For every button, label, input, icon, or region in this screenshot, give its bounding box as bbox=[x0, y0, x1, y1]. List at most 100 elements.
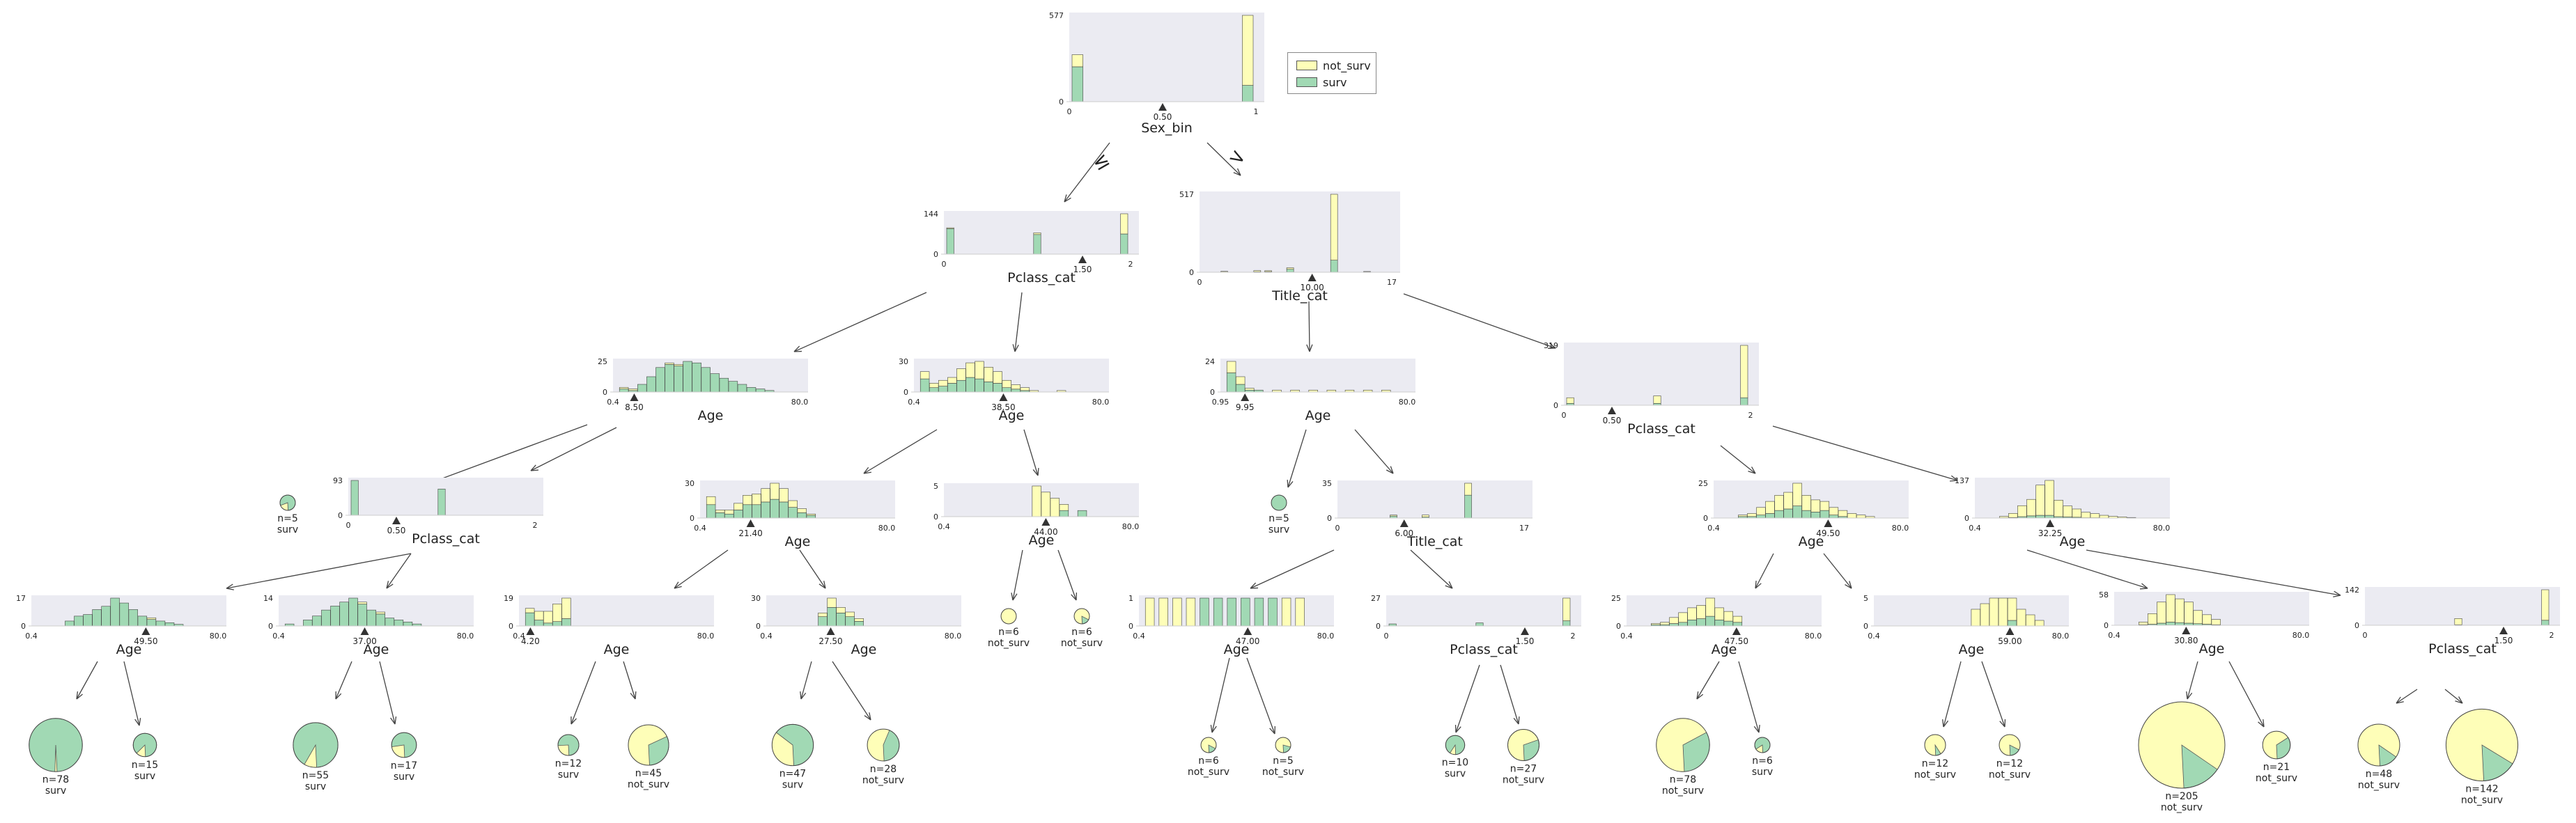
histogram-bar-not-surv bbox=[2025, 614, 2035, 627]
edge-arrowhead bbox=[530, 464, 539, 471]
y-max-label: 17 bbox=[16, 594, 26, 603]
leaf-class-label: surv bbox=[1268, 524, 1289, 535]
histogram-bar-not-surv bbox=[779, 488, 789, 503]
edge-arrowhead bbox=[863, 467, 871, 474]
histogram-bar-not-surv bbox=[2026, 499, 2036, 517]
tree-edge bbox=[1246, 657, 1275, 735]
histogram-bar-surv bbox=[1235, 384, 1246, 393]
leaf-class-label: not_surv bbox=[2358, 780, 2400, 791]
y-max-label: 14 bbox=[263, 594, 273, 603]
histogram-bar-not-surv bbox=[1562, 597, 1571, 621]
histogram-bar-not-surv bbox=[375, 611, 385, 615]
tree-edge bbox=[1250, 549, 1335, 589]
histogram-bar-surv bbox=[164, 622, 175, 627]
histogram-bar-not-surv bbox=[797, 508, 807, 513]
split-marker bbox=[999, 393, 1008, 401]
leaf-class-label: not_surv bbox=[1662, 785, 1704, 797]
histogram-bar-not-surv bbox=[1390, 515, 1397, 517]
histogram-bar-surv bbox=[543, 622, 553, 627]
tree-edge bbox=[1206, 142, 1241, 176]
edge-arrowhead bbox=[1250, 582, 1259, 589]
split-value-label: 10.00 bbox=[1300, 283, 1324, 292]
histogram-bar-not-surv bbox=[552, 604, 562, 622]
feature-name-label: Age bbox=[1959, 642, 1985, 657]
split-value-label: 1.50 bbox=[1516, 636, 1535, 646]
edge-arrowhead bbox=[1999, 719, 2006, 728]
x-max-label: 80.0 bbox=[878, 524, 896, 533]
histogram-bar-not-surv bbox=[2008, 512, 2018, 518]
split-marker bbox=[526, 627, 535, 635]
x-min-label: 0.4 bbox=[1707, 524, 1720, 533]
tree-edge bbox=[1014, 292, 1023, 352]
leaf-count-label: n=48 bbox=[2366, 769, 2392, 780]
histogram-bar-not-surv bbox=[965, 362, 975, 378]
histogram-bar-surv bbox=[719, 377, 729, 393]
histogram-bar-not-surv bbox=[146, 617, 157, 620]
histogram-bar-not-surv bbox=[1041, 492, 1050, 517]
histogram-bar-not-surv bbox=[543, 611, 553, 624]
histogram-bar-not-surv bbox=[734, 503, 743, 510]
histogram-panel bbox=[1139, 595, 1334, 626]
histogram-bar-not-surv bbox=[2035, 620, 2044, 627]
histogram-bar-surv bbox=[1723, 620, 1733, 627]
x-max-label: 17 bbox=[1519, 524, 1529, 533]
split-marker bbox=[1824, 519, 1833, 527]
tree-edge bbox=[2444, 689, 2463, 704]
edge-arrowhead bbox=[386, 581, 394, 589]
histogram-bar-surv bbox=[755, 389, 766, 393]
leaf-count-label: n=27 bbox=[1510, 764, 1537, 775]
leaf-class-label: not_surv bbox=[1262, 767, 1304, 778]
histogram-bar-surv bbox=[1033, 234, 1041, 255]
edge-arrowhead bbox=[571, 716, 577, 725]
y-min-label: 0 bbox=[933, 250, 938, 259]
edge-arrowhead bbox=[226, 583, 234, 590]
x-max-label: 2 bbox=[1571, 632, 1576, 641]
split-value-label: 0.50 bbox=[1603, 416, 1622, 425]
leaf-pie-outline bbox=[1275, 737, 1291, 753]
histogram-bar-surv bbox=[561, 618, 571, 627]
edge-arrowhead bbox=[800, 691, 807, 700]
histogram-bar-not-surv bbox=[1242, 15, 1254, 86]
histogram-bar-surv bbox=[752, 504, 761, 519]
x-min-label: 0.4 bbox=[1133, 632, 1145, 641]
histogram-bar-not-surv bbox=[1856, 515, 1866, 519]
y-min-label: 0 bbox=[756, 622, 761, 631]
histogram-bar-not-surv bbox=[743, 495, 752, 505]
histogram-bar-surv bbox=[1810, 512, 1820, 519]
edge-arrowhead bbox=[2186, 691, 2193, 700]
tree-edge bbox=[1823, 553, 1852, 589]
split-value-label: 0.50 bbox=[1154, 112, 1172, 122]
y-max-label: 144 bbox=[924, 210, 938, 219]
edge-arrowhead bbox=[1755, 580, 1762, 589]
histogram-bar-not-surv bbox=[1002, 379, 1011, 389]
split-value-label: 8.50 bbox=[625, 402, 644, 412]
histogram-bar-not-surv bbox=[845, 611, 855, 617]
histogram-bar-not-surv bbox=[1838, 510, 1848, 517]
histogram-bar-surv bbox=[1254, 597, 1264, 627]
edge-arrowhead bbox=[2258, 719, 2265, 728]
histogram-bar-surv bbox=[1071, 66, 1083, 102]
x-min-label: 0.4 bbox=[25, 632, 38, 641]
histogram-bar-surv bbox=[827, 607, 837, 627]
y-max-label: 35 bbox=[1322, 479, 1332, 488]
histogram-bar-surv bbox=[788, 507, 798, 519]
y-max-label: 30 bbox=[899, 357, 908, 366]
histogram-bar-not-surv bbox=[1678, 612, 1688, 623]
split-value-label: 9.95 bbox=[1236, 402, 1255, 412]
x-max-label: 80.0 bbox=[697, 632, 715, 641]
histogram-bar-surv bbox=[665, 364, 674, 393]
feature-name-label: Pclass_cat bbox=[1627, 421, 1696, 437]
leaf-pie-outline bbox=[1999, 734, 2021, 756]
histogram-bar-surv bbox=[929, 387, 939, 393]
feature-name-label: Age bbox=[1799, 534, 1824, 549]
histogram-bar-surv bbox=[1241, 597, 1250, 627]
histogram-bar-not-surv bbox=[2184, 602, 2194, 624]
histogram-bar-surv bbox=[1774, 510, 1784, 519]
leaf-count-label: n=6 bbox=[1198, 755, 1219, 767]
y-max-label: 27 bbox=[1371, 594, 1381, 603]
edge-arrowhead bbox=[76, 691, 83, 700]
